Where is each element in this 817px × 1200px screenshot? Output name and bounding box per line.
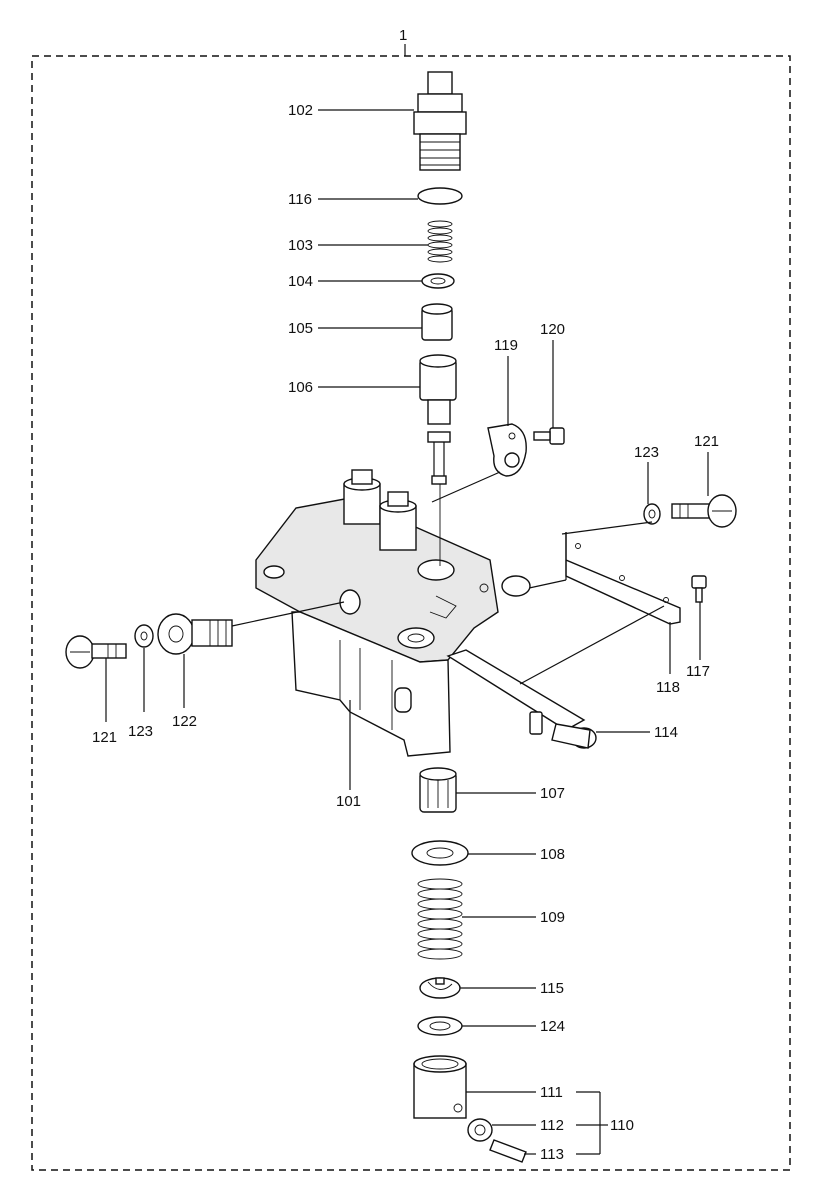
- callout-113: 113: [540, 1146, 564, 1163]
- leader-119-to-body: [431, 471, 501, 503]
- part-113-pin: [489, 1139, 527, 1163]
- leader-rack-to-plate: [519, 605, 665, 685]
- part-117-screw: [691, 575, 707, 603]
- callout-108: 108: [540, 846, 565, 863]
- callout-105: 105: [288, 320, 313, 337]
- assembly-boundary: [31, 55, 791, 1171]
- part-121-left-bolt: [65, 635, 127, 669]
- callout-112: 112: [540, 1117, 564, 1134]
- callout-101: 101: [336, 793, 361, 810]
- callout-121-right: 121: [694, 433, 719, 450]
- part-101-pump-housing: [255, 469, 531, 757]
- part-119-clamp: [487, 423, 527, 477]
- part-107-tappet: [419, 767, 457, 813]
- part-123-left-washer: [134, 624, 154, 648]
- callout-123-right: 123: [634, 444, 659, 461]
- callout-122: 122: [172, 713, 197, 730]
- part-105-delivery-valve: [421, 303, 453, 341]
- callout-114: 114: [654, 724, 678, 741]
- part-106-plunger-barrel: [419, 354, 457, 485]
- part-118-bracket-plate: [565, 532, 681, 625]
- part-104-washer: [421, 273, 455, 289]
- callout-106: 106: [288, 379, 313, 396]
- callout-116: 116: [288, 191, 312, 208]
- part-114-control-rack: [446, 649, 597, 749]
- callout-119: 119: [494, 337, 518, 354]
- callout-107: 107: [540, 785, 565, 802]
- part-108-spring-seat: [411, 840, 469, 866]
- part-123-right-washer: [643, 503, 661, 525]
- part-120-screw: [533, 427, 565, 445]
- callout-111: 111: [540, 1084, 563, 1101]
- part-124-shim: [417, 1016, 463, 1036]
- callout-120: 120: [540, 321, 565, 338]
- callout-121-left: 121: [92, 729, 117, 746]
- part-103-spring: [427, 220, 453, 263]
- part-109-plunger-spring: [417, 878, 463, 960]
- bracket-110-group: [576, 1091, 608, 1155]
- part-102-valve-holder: [413, 71, 467, 171]
- callout-102: 102: [288, 102, 313, 119]
- callout-118: 118: [656, 679, 680, 696]
- callout-104: 104: [288, 273, 313, 290]
- callout-117: 117: [686, 663, 710, 680]
- callout-109: 109: [540, 909, 565, 926]
- callout-103: 103: [288, 237, 313, 254]
- callout-115: 115: [540, 980, 564, 997]
- part-122-banjo-fitting: [157, 613, 233, 655]
- assembly-number: 1: [399, 27, 407, 44]
- part-115-retainer: [419, 977, 461, 999]
- callout-123-left: 123: [128, 723, 153, 740]
- part-112-roller: [467, 1118, 493, 1142]
- part-111-guide-sleeve: [413, 1055, 467, 1119]
- callout-110: 110: [610, 1117, 634, 1134]
- callout-124: 124: [540, 1018, 565, 1035]
- part-121-right-bolt: [671, 494, 737, 528]
- part-116-o-ring: [417, 187, 463, 205]
- leader-plate-to-washer: [561, 521, 653, 535]
- leader-122-to-body: [231, 601, 345, 627]
